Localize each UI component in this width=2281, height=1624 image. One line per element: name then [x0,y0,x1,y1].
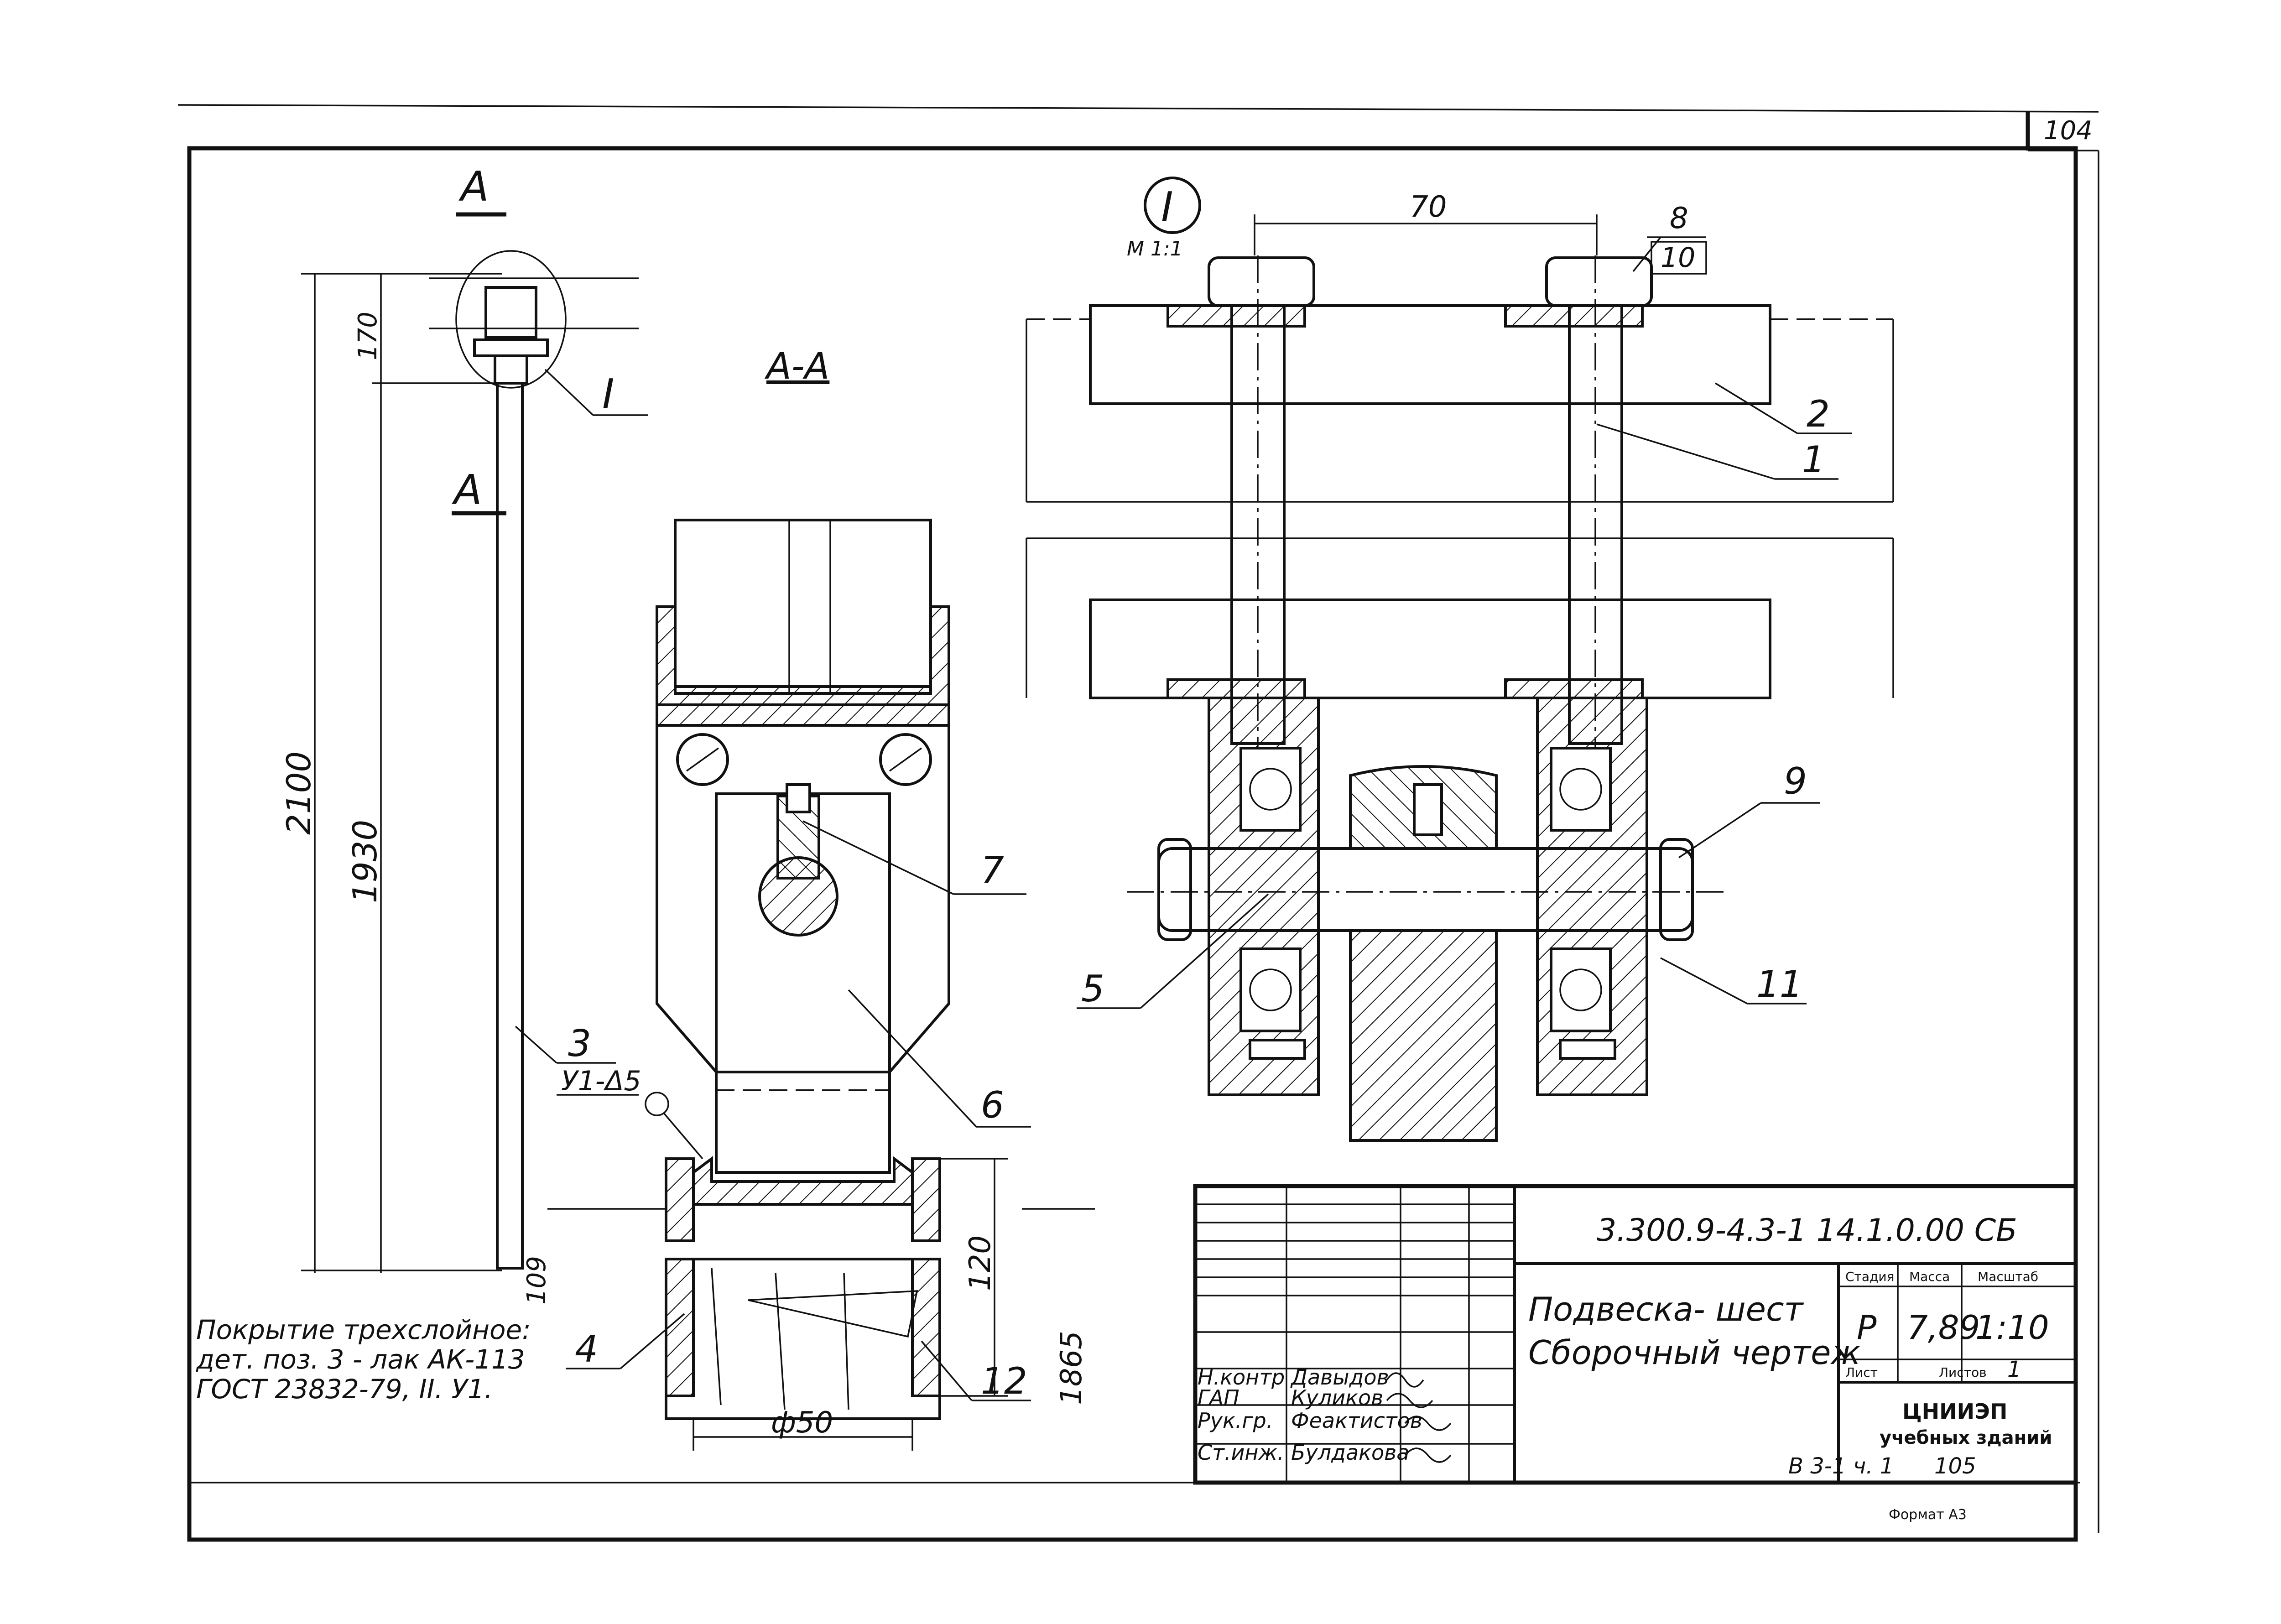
format-label: Формат А3 [1889,1507,1967,1523]
dim-70: 70 [1410,190,1447,224]
dim-1865: 1865 [1055,1331,1088,1405]
col-mass: Масса [1909,1269,1950,1284]
org-subtitle: учебных зданий [1880,1427,2052,1448]
col-stage: Стадия [1845,1269,1894,1284]
pos-rod-label: 3 [568,1022,591,1065]
stage-value: Р [1857,1308,1877,1347]
bottom-page: 105 [1934,1453,1976,1479]
coating-line-1: Покрытие трехслойное: [196,1314,531,1345]
section-title: А-А [764,345,829,387]
section-view: А-А 7 6 [522,345,1095,1451]
role-4: Ст.инж. [1198,1440,1284,1465]
doc-code: 3.300.9-4.3-1 14.1.0.00 СБ [1597,1213,2017,1249]
pos-6-label: 6 [981,1084,1004,1126]
weld-symbol: У1-Δ5 [561,1065,641,1097]
sheets-count: 1 [2007,1357,2021,1382]
detail-callout: I [602,370,615,418]
title-block: 3.300.9-4.3-1 14.1.0.00 СБ Стадия Масса … [1193,1184,2078,1485]
pos-4-label: 4 [575,1328,598,1370]
dim-total: 2100 [280,751,318,835]
org-name: ЦНИИЭП [1902,1399,2007,1424]
drawing-name-1: Подвеска- шест [1528,1290,1804,1328]
dim-rod: 1930 [346,820,384,903]
dim-109: 109 [522,1256,552,1305]
dim-diameter: ф50 [771,1406,833,1440]
pos-10-label: 10 [1661,242,1695,274]
detail-marker: I [1161,183,1173,231]
name-2: Куликов [1291,1385,1383,1410]
coating-note: Покрытие трехслойное: дет. поз. 3 - лак … [196,1314,531,1405]
pos-8-label: 8 [1670,202,1688,235]
role-2: ГАП [1198,1385,1239,1410]
sheet-label: Лист [1845,1365,1878,1380]
section-marker-bottom: А [452,466,482,514]
name-1: Давыдов [1290,1365,1389,1390]
dim-120: 120 [963,1235,997,1291]
bottom-ref: В 3-1 ч. 1 [1788,1453,1894,1479]
drawing-name-2: Сборочный чертеж [1528,1333,1860,1372]
name-4: Булдакова [1291,1440,1409,1465]
signature-marks [1386,1372,1452,1463]
dim-top: 170 [353,312,383,360]
page-number: 104 [2044,116,2093,146]
coating-line-2: дет. поз. 3 - лак АК-113 [196,1344,525,1375]
pos-2-label: 2 [1807,393,1830,435]
detail-scale: М 1:1 [1127,237,1183,260]
role-1: Н.контр [1198,1365,1285,1390]
sheets-label: Листов [1939,1365,1987,1380]
col-scale: Масштаб [1978,1269,2038,1284]
name-3: Феактистов [1291,1408,1422,1433]
pos-7-label: 7 [981,849,1004,891]
detail-view: I М 1:1 70 8 10 [1026,177,1894,1142]
mass-value: 7,89 [1907,1308,1980,1347]
scale-value: 1:10 [1975,1308,2049,1347]
bottom-references: В 3-1 ч. 1 105 Формат А3 [1788,1453,1976,1523]
coating-line-3: ГОСТ 23832-79, II. У1. [196,1374,493,1405]
pos-1-label: 1 [1802,438,1825,481]
pos-9-label: 9 [1784,760,1807,802]
section-marker-top: А [458,163,489,211]
role-3: Рук.гр. [1198,1408,1273,1433]
pos-11-label: 11 [1756,963,1803,1005]
main-view: А А I 2100 1930 170 3 У1-Δ5 [280,163,703,1273]
pos-5-label: 5 [1081,968,1104,1010]
